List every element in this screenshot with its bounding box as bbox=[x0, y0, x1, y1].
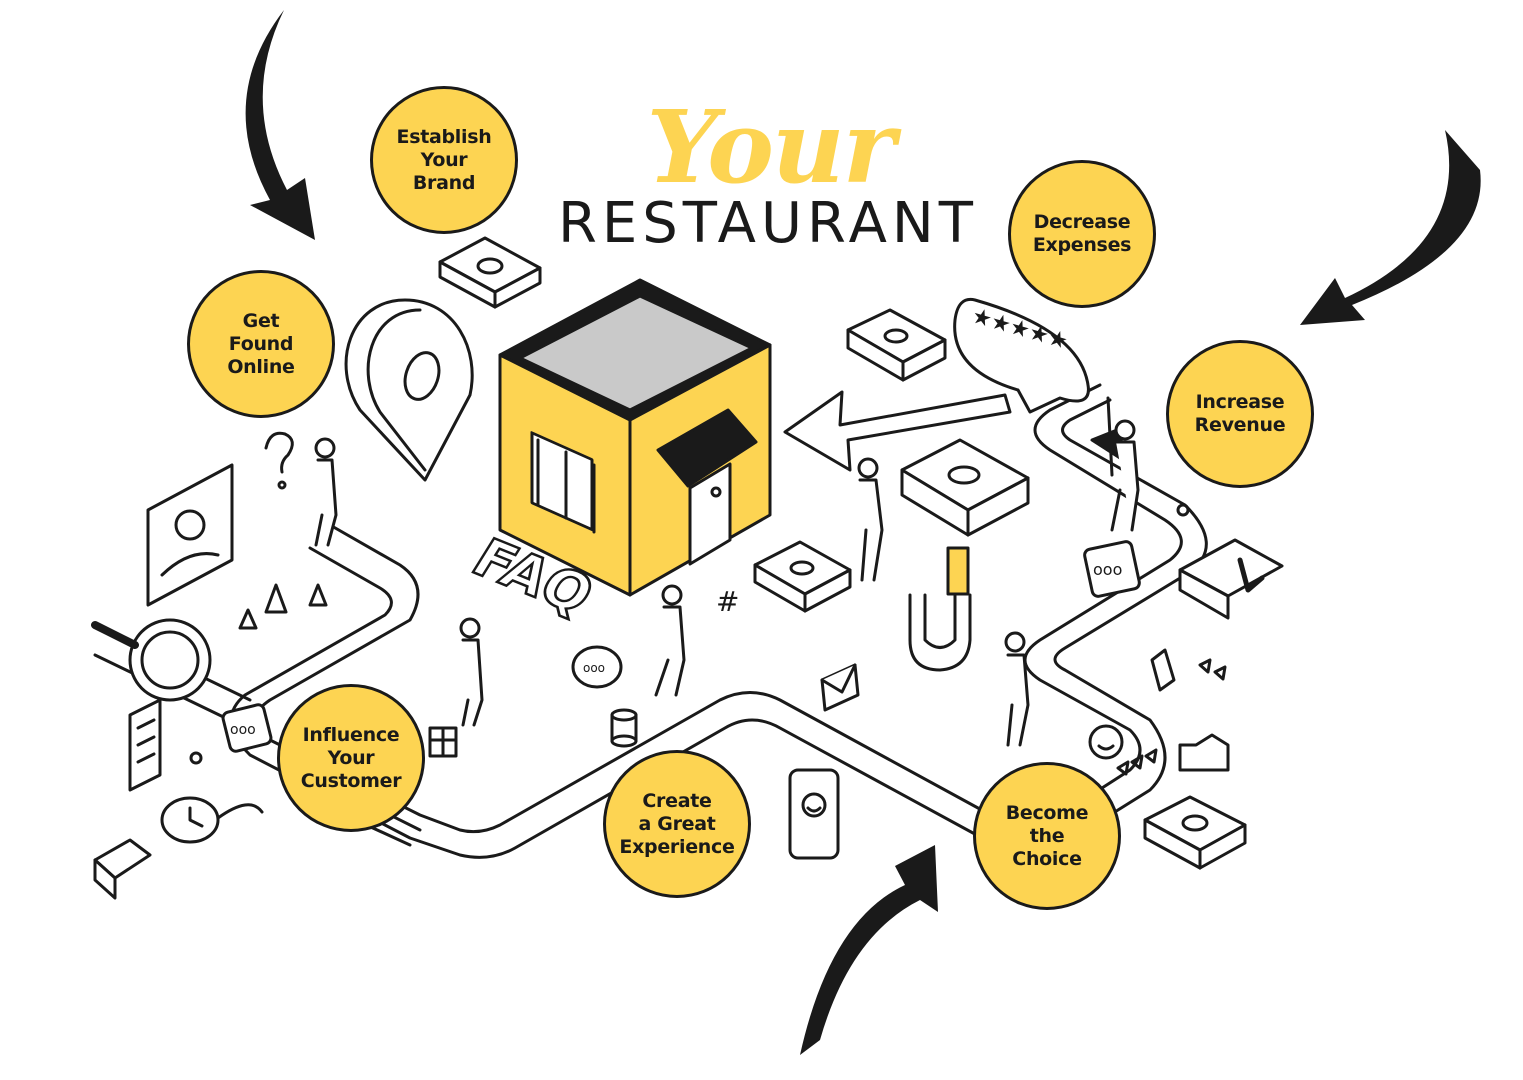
chat-bubble-icon: ooo bbox=[221, 703, 273, 753]
stand-icon bbox=[1150, 648, 1176, 692]
svg-text:ooo: ooo bbox=[230, 722, 256, 738]
money-bill-icon bbox=[900, 438, 1030, 537]
rating-stars-icon: ★★★★★ bbox=[953, 297, 1090, 414]
gift-icon bbox=[428, 726, 458, 758]
arrow-icon bbox=[1300, 130, 1481, 325]
envelope-icon bbox=[820, 663, 860, 712]
money-bill-icon bbox=[753, 540, 852, 613]
chat-bubble-icon: ooo bbox=[1083, 540, 1141, 598]
question-mark-icon bbox=[264, 431, 294, 490]
badge-label: Increase Revenue bbox=[1194, 391, 1286, 436]
badge-label: Influence Your Customer bbox=[300, 723, 402, 792]
profile-card-icon bbox=[146, 463, 234, 607]
heart-icon bbox=[1178, 733, 1230, 772]
curved-arrows bbox=[245, 10, 1481, 1055]
restaurant-store bbox=[498, 278, 772, 597]
badge-decrease-expenses: Decrease Expenses bbox=[1008, 160, 1156, 308]
arrow-icon bbox=[800, 845, 938, 1055]
location-pin-icon bbox=[344, 298, 474, 482]
badge-label: Decrease Expenses bbox=[1032, 211, 1132, 256]
hash-sign: # bbox=[716, 585, 740, 618]
badge-label: Establish Your Brand bbox=[396, 125, 492, 194]
money-bill-icon bbox=[438, 236, 542, 309]
person-figure bbox=[314, 419, 1140, 747]
money-bill-icon bbox=[1143, 795, 1247, 870]
money-bill-icon bbox=[846, 308, 947, 382]
chat-bubble-icon: ooo bbox=[571, 645, 623, 689]
svg-text:ooo: ooo bbox=[583, 661, 605, 675]
title-restaurant: RESTAURANT bbox=[557, 191, 979, 256]
badge-label: Create a Great Experience bbox=[619, 789, 735, 858]
corner-stack-icon bbox=[93, 838, 152, 900]
badge-label: Get Found Online bbox=[227, 309, 295, 378]
badge-establish-your-brand: Establish Your Brand bbox=[370, 86, 518, 234]
arrow-icon bbox=[783, 390, 1012, 472]
badge-increase-revenue: Increase Revenue bbox=[1166, 340, 1314, 488]
smiley-phone-icon bbox=[788, 768, 840, 860]
triangle-arrows-icon bbox=[1116, 658, 1227, 776]
coins-stack-icon bbox=[610, 708, 638, 748]
badge-create-a-great-experience: Create a Great Experience bbox=[603, 750, 751, 898]
magnifier-icon bbox=[91, 618, 212, 702]
checklist-icon bbox=[128, 698, 162, 792]
clock-icon bbox=[160, 796, 264, 844]
badge-get-found-online: Get Found Online bbox=[187, 270, 335, 418]
smiley-icon bbox=[1088, 724, 1124, 760]
magnet-hand-icon bbox=[908, 546, 972, 672]
svg-text:ooo: ooo bbox=[1093, 560, 1122, 579]
badge-label: Become the Choice bbox=[1005, 801, 1089, 870]
checklist-icon bbox=[1178, 538, 1284, 620]
title-your: Your bbox=[646, 88, 896, 206]
badge-influence-your-customer: Influence Your Customer bbox=[277, 684, 425, 832]
badge-become-the-choice: Become the Choice bbox=[973, 762, 1121, 910]
cone-icon bbox=[238, 583, 328, 630]
arrow-icon bbox=[245, 10, 315, 240]
